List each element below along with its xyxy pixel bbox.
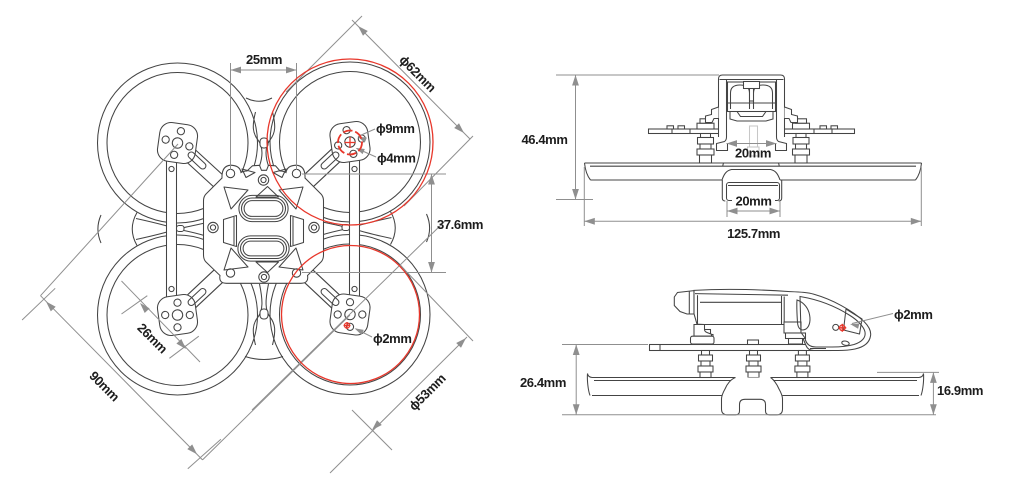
svg-text:26.4mm: 26.4mm [520, 375, 566, 390]
svg-text:ϕ9mm: ϕ9mm [376, 121, 415, 136]
svg-text:125.7mm: 125.7mm [727, 226, 780, 241]
svg-text:ϕ4mm: ϕ4mm [377, 151, 416, 166]
svg-text:ϕ2mm: ϕ2mm [894, 307, 933, 322]
svg-text:37.6mm: 37.6mm [437, 217, 483, 232]
svg-text:25mm: 25mm [246, 52, 282, 67]
svg-text:20mm: 20mm [736, 194, 772, 209]
svg-text:20mm: 20mm [735, 146, 771, 161]
svg-text:ϕ2mm: ϕ2mm [373, 331, 412, 346]
svg-text:46.4mm: 46.4mm [521, 132, 567, 147]
svg-text:16.9mm: 16.9mm [937, 383, 983, 398]
